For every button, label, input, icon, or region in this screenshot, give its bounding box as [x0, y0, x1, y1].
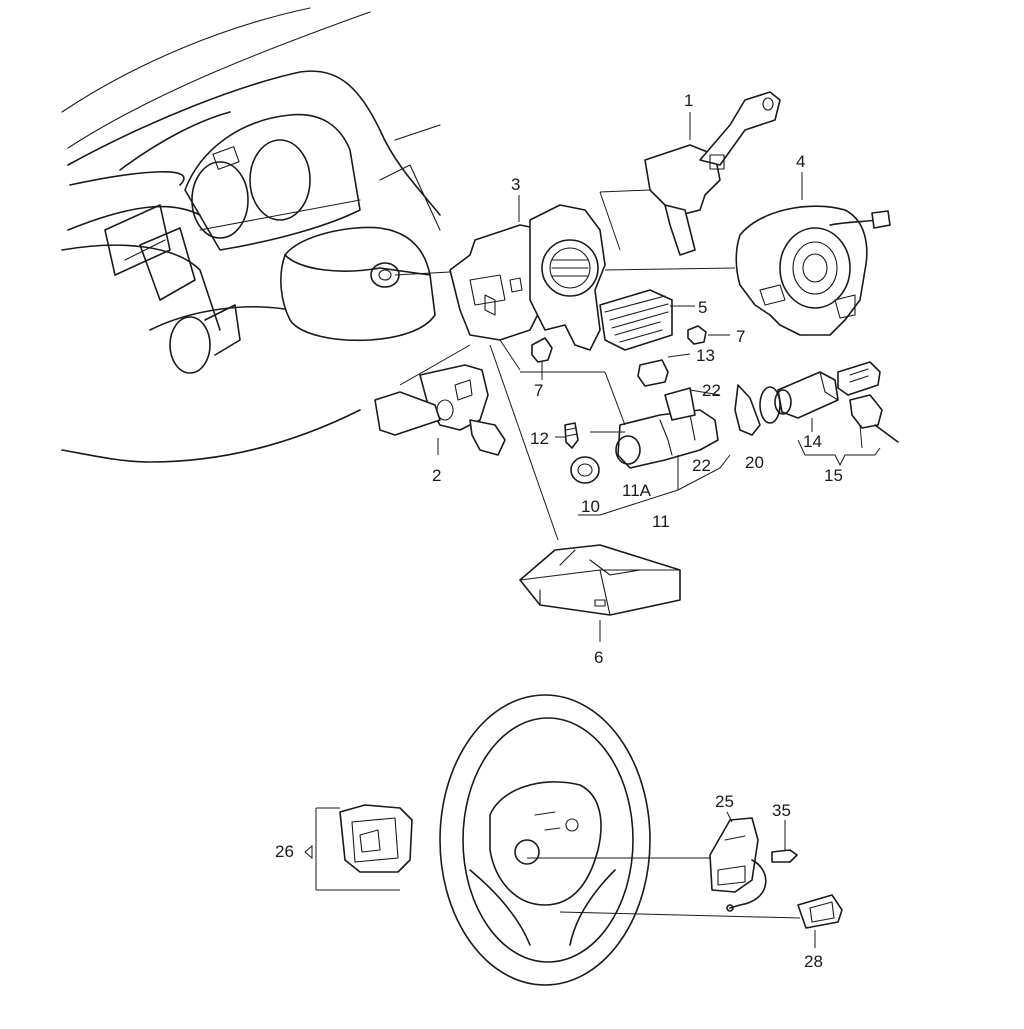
connector-part-13 [637, 359, 669, 387]
callout-26: 26 [275, 842, 294, 861]
callout-4: 4 [796, 152, 805, 171]
callout-6: 6 [594, 648, 603, 667]
control-unit-part-6 [519, 544, 681, 616]
callout-28: 28 [804, 952, 823, 971]
wiper-lever-part-1 [644, 91, 781, 256]
callout-22-upper: 22 [702, 381, 721, 400]
callout-3: 3 [511, 175, 520, 194]
leader-lines [304, 112, 881, 948]
callout-10: 10 [581, 497, 600, 516]
callout-12: 12 [530, 429, 549, 448]
callout-14: 14 [803, 432, 822, 451]
switch-housing-part-3 [449, 204, 606, 351]
callout-labels: 1 4 3 5 7 13 7 22 12 14 2 22 20 15 11A 1… [275, 91, 843, 971]
shear-bolt-part-22 [734, 384, 761, 436]
screw-part-35 [771, 849, 798, 863]
switch-part-28 [797, 894, 843, 929]
callout-11: 11 [652, 512, 670, 531]
ring-part-20 [759, 386, 781, 424]
turn-signal-lever-part-2 [374, 364, 506, 456]
callout-7-left: 7 [534, 381, 543, 400]
steering-wheel [439, 694, 651, 986]
dashboard-outline [61, 7, 441, 463]
keys-part-15 [837, 361, 899, 443]
control-module-part-5 [599, 289, 673, 351]
callout-2: 2 [432, 466, 441, 485]
clock-spring-part-4 [735, 205, 891, 336]
callout-5: 5 [698, 298, 707, 317]
callout-25: 25 [715, 792, 734, 811]
bushing-part-10 [570, 456, 600, 484]
callout-11a: 11A [622, 481, 652, 500]
callout-22-lower: 22 [692, 456, 711, 475]
lock-housing-part-11 [615, 387, 719, 469]
callout-13: 13 [696, 346, 715, 365]
bolt-part-12 [564, 422, 579, 449]
callout-7-right: 7 [736, 327, 745, 346]
callout-20: 20 [745, 453, 764, 472]
multifunction-switch-part-25 [709, 817, 767, 912]
callout-1: 1 [684, 91, 693, 110]
lock-cylinder-part-14 [774, 371, 839, 419]
nut-part-7-right [687, 325, 707, 345]
callout-15: 15 [824, 466, 843, 485]
connector-part-7-left [531, 337, 553, 363]
cover-part-26 [339, 804, 413, 873]
callout-35: 35 [772, 801, 791, 820]
